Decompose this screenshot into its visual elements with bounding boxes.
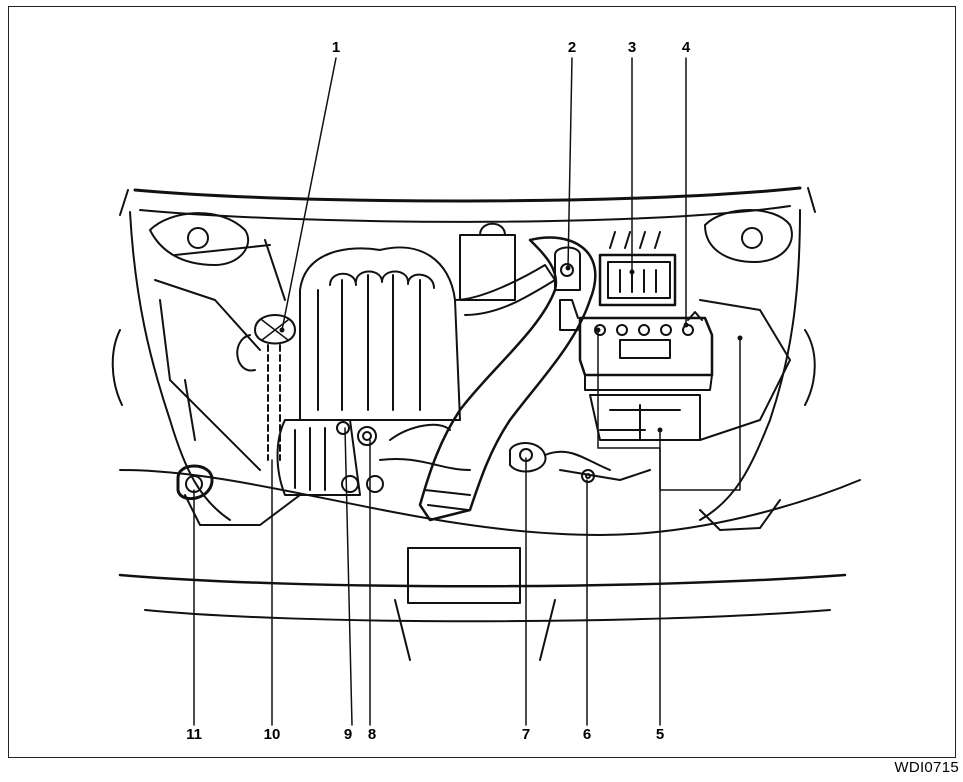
callout-10: 10 <box>263 726 281 743</box>
callout-9: 9 <box>343 726 353 743</box>
figure-code: WDI0715 <box>894 759 959 776</box>
callout-3: 3 <box>627 39 637 56</box>
figure-frame <box>8 6 956 758</box>
callout-11: 11 <box>186 726 202 743</box>
callout-7: 7 <box>521 726 531 743</box>
callout-8: 8 <box>367 726 377 743</box>
callout-4: 4 <box>681 39 691 56</box>
callout-6: 6 <box>582 726 592 743</box>
callout-2: 2 <box>567 39 577 56</box>
callout-5: 5 <box>655 726 665 743</box>
callout-1: 1 <box>331 39 341 56</box>
